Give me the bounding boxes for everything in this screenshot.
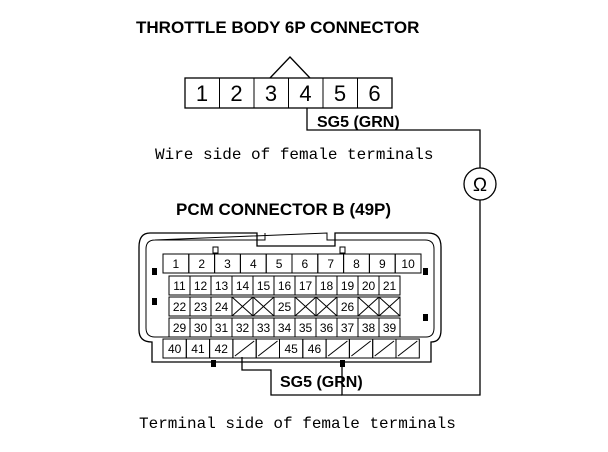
pcm-pin-37: 37 — [341, 321, 355, 335]
throttle-signal-label: SG5 (GRN) — [317, 114, 400, 131]
unused-pin-mark — [351, 340, 372, 357]
pcm-pin-cell — [378, 275, 401, 296]
pcm-pin-cell — [378, 296, 401, 317]
pcm-pin-18: 18 — [320, 279, 334, 293]
throttle-pin-5: 5 — [334, 81, 346, 106]
pcm-signal-label: SG5 (GRN) — [280, 374, 363, 391]
key-notch-right — [339, 246, 346, 254]
pcm-pin-3: 3 — [224, 257, 231, 271]
pcm-pin-25: 25 — [278, 300, 292, 314]
throttle-pin-3: 3 — [265, 81, 277, 106]
pcm-pin-33: 33 — [257, 321, 271, 335]
latch-left-top — [152, 268, 157, 275]
pcm-pin-22: 22 — [173, 300, 187, 314]
pcm-pin-1: 1 — [173, 257, 180, 271]
pcm-pin-cell — [394, 253, 422, 274]
latch-bottom-right — [340, 360, 345, 367]
pcm-pin-42: 42 — [215, 342, 229, 356]
throttle-pin-4: 4 — [299, 81, 311, 106]
pcm-connector-title: PCM CONNECTOR B (49P) — [176, 200, 391, 219]
unused-pin-mark — [315, 296, 338, 317]
unused-pin-mark — [257, 340, 278, 357]
unused-pin-mark — [294, 296, 317, 317]
pcm-pin-39: 39 — [383, 321, 397, 335]
ohmmeter: Ω — [463, 167, 497, 201]
unused-pin-mark — [327, 340, 348, 357]
pcm-pin-36: 36 — [320, 321, 334, 335]
pcm-pin-32: 32 — [236, 321, 250, 335]
pcm-caption: Terminal side of female terminals — [139, 415, 456, 433]
pcm-pin-26: 26 — [341, 300, 355, 314]
key-notch-left — [212, 246, 219, 254]
throttle-pin-1: 1 — [196, 81, 208, 106]
pcm-pin-19: 19 — [341, 279, 355, 293]
unused-pin-mark — [231, 296, 254, 317]
pcm-pin-38: 38 — [362, 321, 376, 335]
pcm-pin-31: 31 — [215, 321, 229, 335]
throttle-pin-6: 6 — [368, 81, 380, 106]
pcm-pin-14: 14 — [236, 279, 250, 293]
unused-pin-mark — [357, 296, 380, 317]
connector-lock-tab — [269, 56, 311, 79]
unused-pin-mark — [234, 340, 255, 357]
pcm-pin-4: 4 — [250, 257, 257, 271]
pcm-pin-46: 46 — [308, 342, 322, 356]
pcm-pin-cell — [395, 338, 420, 359]
throttle-connector-title: THROTTLE BODY 6P CONNECTOR — [136, 18, 419, 37]
pcm-pin-24: 24 — [215, 300, 229, 314]
pcm-pin-17: 17 — [299, 279, 313, 293]
pcm-pin-9: 9 — [379, 257, 386, 271]
unused-pin-mark — [252, 296, 275, 317]
unused-pin-mark — [378, 296, 401, 317]
pcm-pin-8: 8 — [353, 257, 360, 271]
latch-right-mid — [423, 314, 428, 321]
pcm-pin-34: 34 — [278, 321, 292, 335]
unused-pin-mark — [374, 340, 395, 357]
pcm-pin-5: 5 — [276, 257, 283, 271]
pcm-housing-inner — [145, 232, 435, 338]
return-wire-right — [341, 200, 481, 396]
pcm-pin-16: 16 — [278, 279, 292, 293]
pcm-pin-7: 7 — [327, 257, 334, 271]
pcm-housing-outer — [138, 232, 442, 363]
latch-right-top — [423, 268, 428, 275]
pcm-pin-23: 23 — [194, 300, 208, 314]
latch-bottom-left — [211, 360, 216, 367]
pcm-pin-20: 20 — [362, 279, 376, 293]
pcm-pin-11: 11 — [173, 279, 186, 293]
throttle-caption: Wire side of female terminals — [155, 146, 433, 164]
pcm-pin-12: 12 — [194, 279, 208, 293]
pcm-pin-40: 40 — [168, 342, 182, 356]
pcm-pin-41: 41 — [191, 342, 205, 356]
unused-pin-mark — [397, 340, 418, 357]
pcm-pin-13: 13 — [215, 279, 229, 293]
pcm-pin-29: 29 — [173, 321, 187, 335]
throttle-pin-2: 2 — [230, 81, 242, 106]
pcm-pin-35: 35 — [299, 321, 313, 335]
pcm-pin-10: 10 — [401, 257, 415, 271]
pcm-pin-45: 45 — [284, 342, 298, 356]
latch-left-mid — [152, 298, 157, 305]
pcm-pin-21: 21 — [383, 279, 397, 293]
pcm-pin-15: 15 — [257, 279, 271, 293]
pcm-pin-6: 6 — [302, 257, 309, 271]
pcm-wire — [241, 357, 342, 396]
ohm-icon: Ω — [473, 175, 487, 196]
throttle-wire — [306, 108, 481, 168]
pcm-pin-30: 30 — [194, 321, 208, 335]
pcm-pin-2: 2 — [198, 257, 205, 271]
pcm-pin-cell — [378, 317, 401, 338]
